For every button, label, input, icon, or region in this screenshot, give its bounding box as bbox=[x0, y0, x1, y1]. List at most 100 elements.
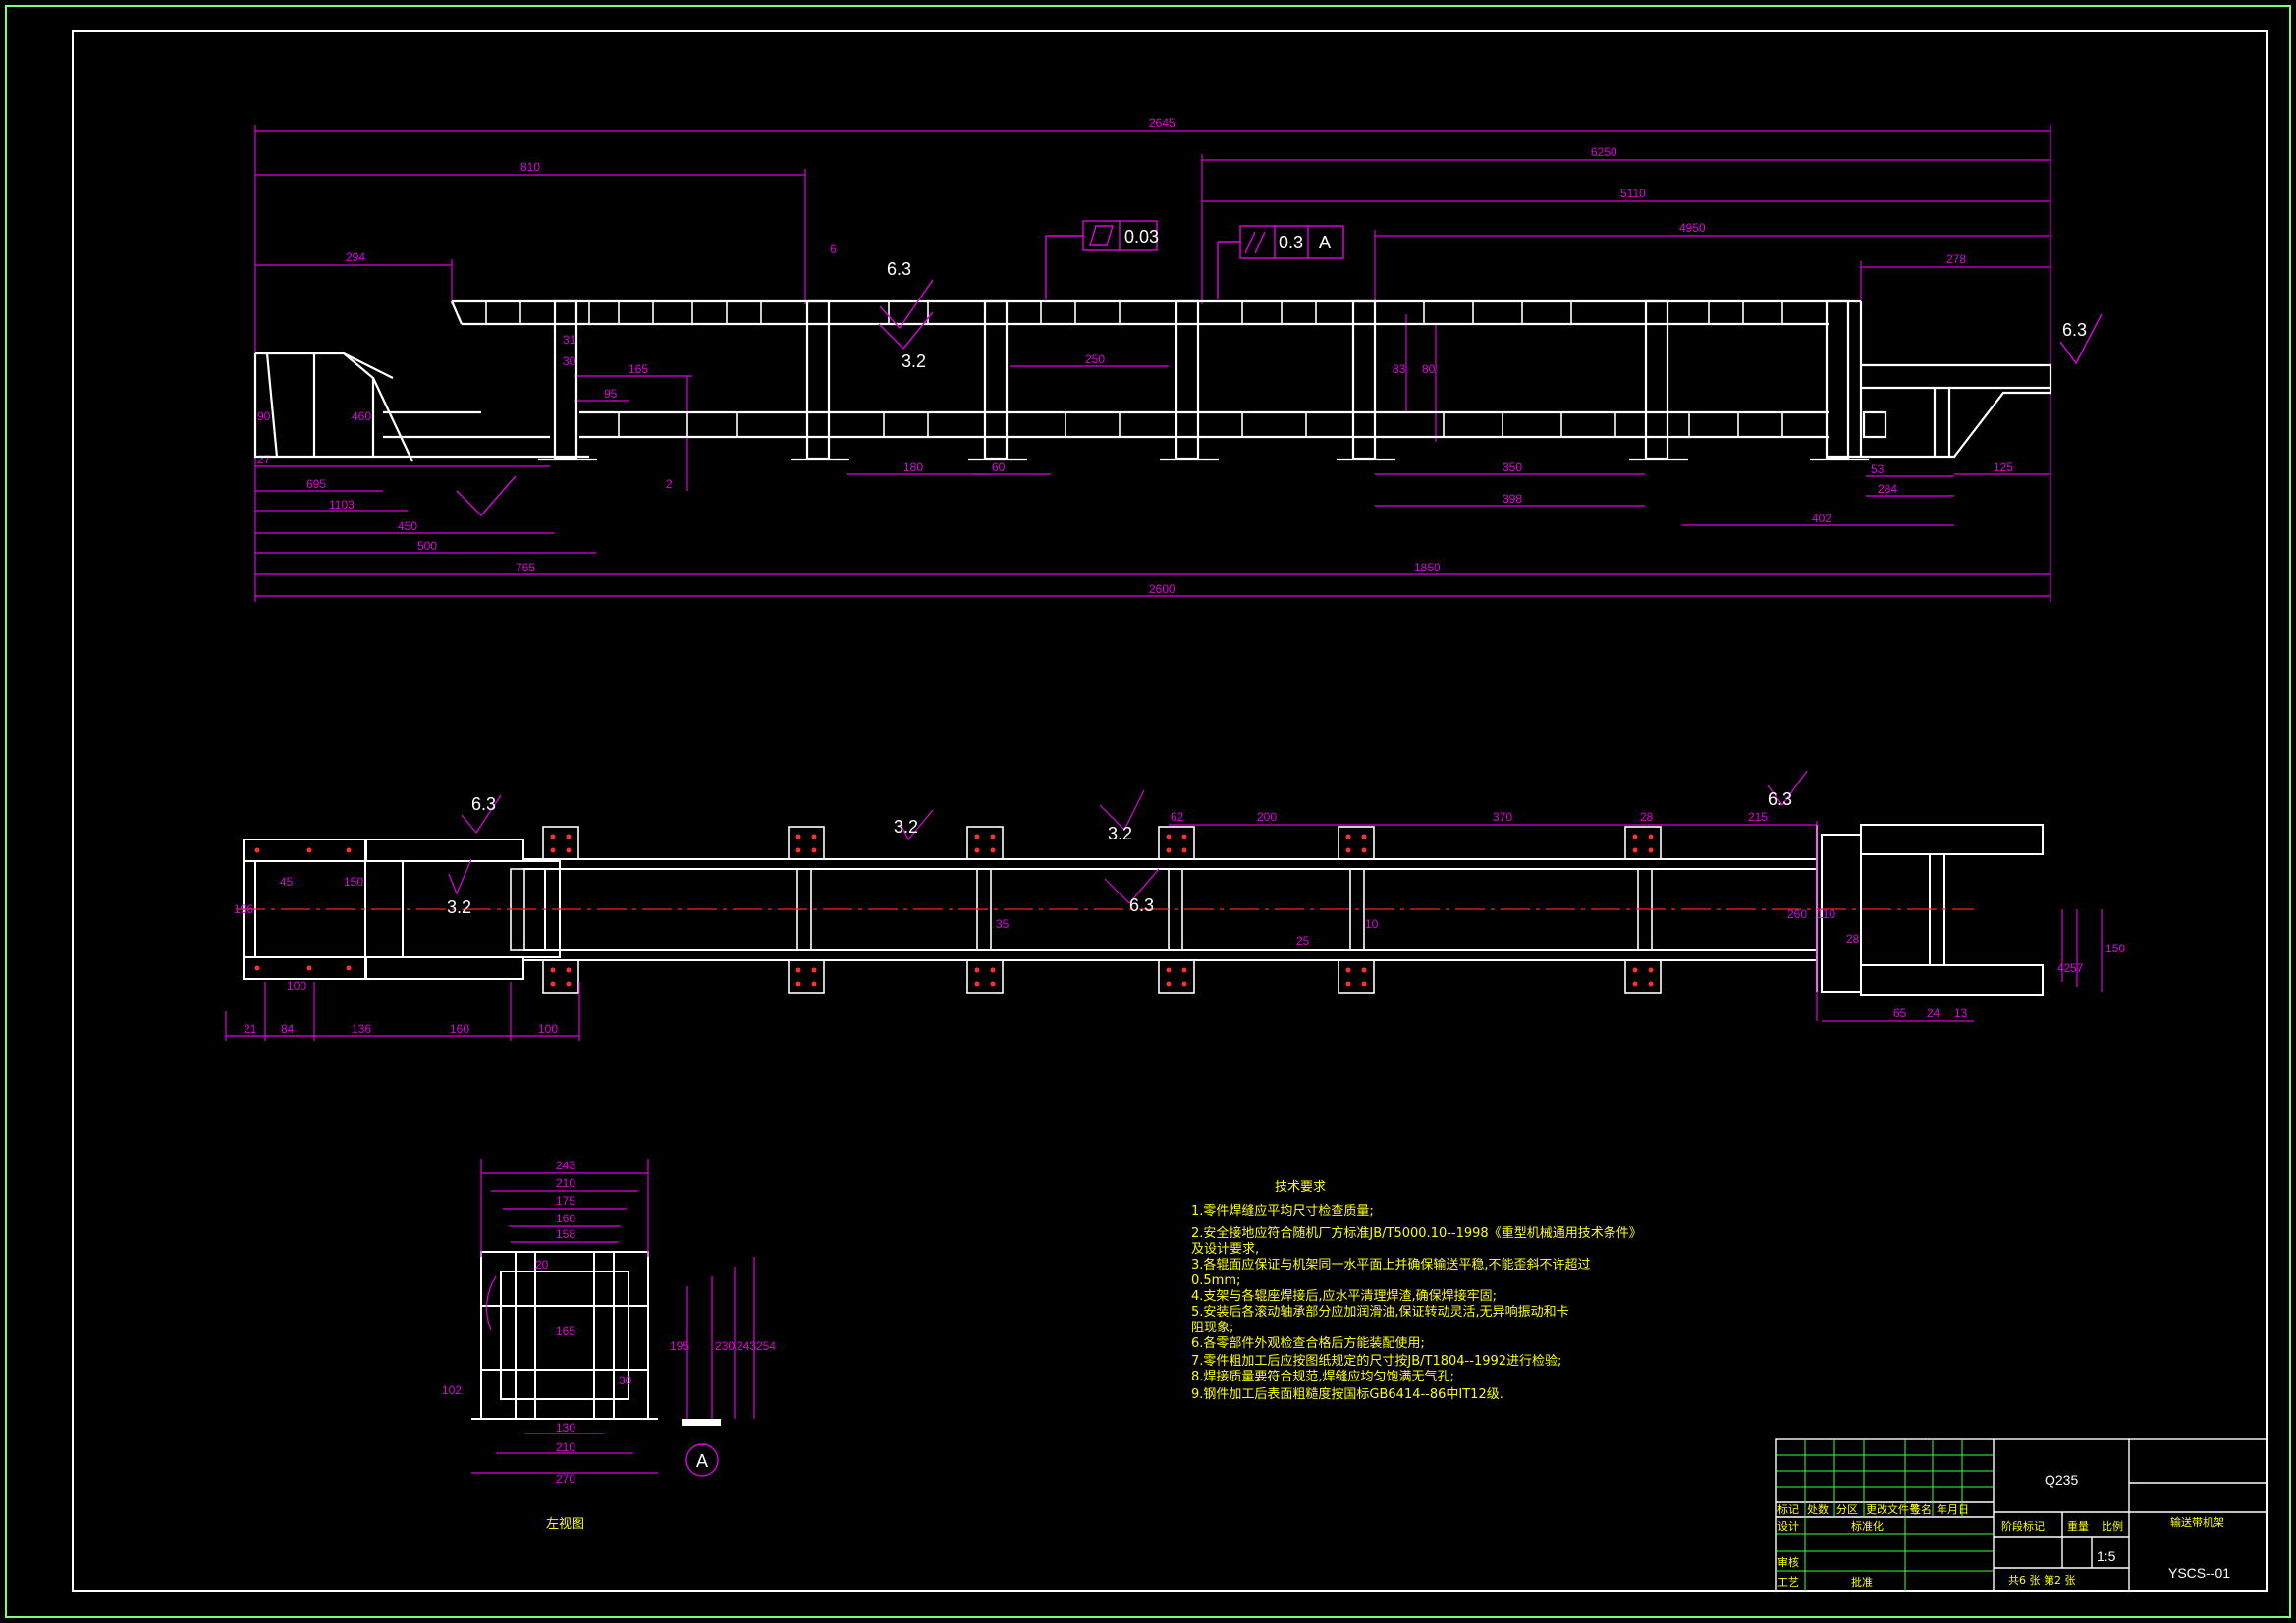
dim-180: 180 bbox=[903, 460, 923, 474]
tb-stage-header: 阶段标记 bbox=[2001, 1519, 2045, 1533]
dim-402: 402 bbox=[1812, 512, 1831, 525]
sdim-210b: 210 bbox=[556, 1440, 575, 1454]
tdim-160: 160 bbox=[450, 1022, 469, 1036]
dim-27: 27 bbox=[257, 453, 271, 466]
tech-line-9: 6.各零部件外观检查合格后方能装配使用; bbox=[1191, 1335, 1425, 1351]
sdim-165: 165 bbox=[556, 1325, 575, 1338]
tb-label-zone: 分区 bbox=[1836, 1503, 1858, 1516]
tech-line-6: 4.支架与各辊座焊接后,应水平清理焊渣,确保焊接牢固; bbox=[1191, 1288, 1497, 1304]
t-roughness-3-2-a: 3.2 bbox=[894, 817, 918, 837]
tech-line-7: 5.安装后各滚动轴承部分应加润滑油,保证转动灵活,无异响振动和卡 bbox=[1191, 1304, 1569, 1320]
tdim-150: 150 bbox=[344, 875, 363, 889]
tech-line-2: 2.安全接地应符合随机厂方标准JB/T5000.10--1998《重型机械通用技… bbox=[1191, 1225, 1642, 1241]
dim-60: 60 bbox=[992, 460, 1006, 474]
tb-label-design: 设计 bbox=[1777, 1520, 1799, 1533]
sdim-102: 102 bbox=[442, 1383, 462, 1397]
tb-label-date: 年月日 bbox=[1937, 1502, 1969, 1516]
dim-284: 284 bbox=[1878, 482, 1897, 496]
tech-line-5: 0.5mm; bbox=[1191, 1273, 1240, 1288]
front-view: 2645 810 6250 5110 4950 294 278 31 30 16… bbox=[253, 116, 2103, 602]
sdim-130: 130 bbox=[556, 1421, 575, 1434]
tdim-150b: 150 bbox=[2105, 942, 2125, 955]
dim-460: 460 bbox=[352, 409, 371, 423]
roughness-6-3-b: 6.3 bbox=[2062, 320, 2087, 340]
tb-part-name: 输送带机架 bbox=[2170, 1515, 2224, 1529]
tdim-84: 84 bbox=[281, 1022, 295, 1036]
side-view-label: 左视图 bbox=[546, 1517, 584, 1532]
tdim-196: 196 bbox=[234, 902, 253, 916]
sdim-20: 20 bbox=[535, 1258, 549, 1271]
tb-drawing-code: YSCS--01 bbox=[2168, 1565, 2230, 1581]
sdim-230: 230 bbox=[715, 1339, 735, 1353]
dim-4950: 4950 bbox=[1679, 221, 1706, 235]
sdim-254: 254 bbox=[756, 1339, 776, 1353]
dim-278: 278 bbox=[1946, 252, 1966, 266]
tdim-24: 24 bbox=[1927, 1006, 1941, 1020]
tdim-13: 13 bbox=[1954, 1006, 1968, 1020]
tb-scale-header: 比例 bbox=[2102, 1519, 2123, 1533]
tech-line-1: 1.零件焊缝应平均尺寸检查质量; bbox=[1191, 1203, 1374, 1218]
title-block: 标记 处数 分区 更改文件号 签名 年月日 设计 标准化 审核 工艺 批准 阶段… bbox=[1775, 1438, 2268, 1592]
tech-line-4: 3.各辊面应保证与机架同一水平面上并确保输送平稳,不能歪斜不许超过 bbox=[1191, 1257, 1591, 1272]
dim-90: 90 bbox=[257, 409, 271, 423]
tdim-35: 35 bbox=[996, 917, 1010, 931]
tech-line-12: 9.钢件加工后表面粗糙度按国标GB6414--86中IT12级. bbox=[1191, 1386, 1503, 1402]
dim-5110: 5110 bbox=[1620, 187, 1646, 200]
tdim-100b: 100 bbox=[287, 979, 306, 993]
dim-350: 350 bbox=[1503, 460, 1522, 474]
tech-requirements: 技术要求 1.零件焊缝应平均尺寸检查质量; 2.安全接地应符合随机厂方标准JB/… bbox=[1191, 1180, 1642, 1402]
tdim-370: 370 bbox=[1493, 810, 1512, 824]
dim-53: 53 bbox=[1871, 462, 1885, 476]
dim-2: 2 bbox=[666, 477, 673, 491]
outer-border bbox=[5, 5, 2291, 1618]
dim-765: 765 bbox=[516, 561, 535, 574]
dim-6: 6 bbox=[830, 243, 837, 256]
tb-weight-header: 重量 bbox=[2067, 1519, 2089, 1533]
tb-label-sign: 签名 bbox=[1910, 1502, 1932, 1516]
tb-label-change: 更改文件号 bbox=[1866, 1502, 1920, 1516]
tdim-21: 21 bbox=[244, 1022, 257, 1036]
tech-title: 技术要求 bbox=[1275, 1180, 1326, 1195]
dim-83: 83 bbox=[1393, 362, 1406, 376]
dim-398: 398 bbox=[1503, 492, 1522, 506]
tdim-62: 62 bbox=[1171, 810, 1184, 824]
side-view: A 243 210 175 160 158 165 130 210 270 19… bbox=[442, 1159, 776, 1532]
tb-label-process: 工艺 bbox=[1777, 1576, 1799, 1589]
dim-2600: 2600 bbox=[1149, 582, 1175, 596]
tdim-28b: 28 bbox=[1846, 932, 1860, 946]
tdim-28: 28 bbox=[1640, 810, 1654, 824]
sdim-243b: 243 bbox=[737, 1339, 756, 1353]
tdim-136: 136 bbox=[352, 1022, 371, 1036]
dim-294: 294 bbox=[346, 250, 365, 264]
sdim-270: 270 bbox=[556, 1472, 575, 1486]
sdim-30: 30 bbox=[619, 1374, 632, 1387]
dim-250: 250 bbox=[1085, 352, 1105, 366]
tdim-110: 110 bbox=[1817, 907, 1835, 921]
tb-label-std: 标准化 bbox=[1851, 1519, 1884, 1533]
inner-border bbox=[72, 30, 2268, 1592]
tdim-215: 215 bbox=[1748, 810, 1768, 824]
datum-a: A bbox=[1319, 233, 1331, 252]
sdim-160: 160 bbox=[556, 1212, 575, 1225]
tech-line-8: 阻现象; bbox=[1191, 1321, 1233, 1335]
tdim-45: 45 bbox=[280, 875, 294, 889]
roughness-6-3-a: 6.3 bbox=[887, 259, 911, 279]
tdim-260: 260 bbox=[1787, 907, 1807, 921]
tdim-65: 65 bbox=[1893, 1006, 1907, 1020]
dim-30: 30 bbox=[563, 354, 576, 368]
dim-500: 500 bbox=[417, 539, 437, 553]
section-marker bbox=[685, 1443, 719, 1477]
t-roughness-6-3-b: 6.3 bbox=[1768, 789, 1792, 809]
tdim-57: 57 bbox=[2070, 961, 2084, 975]
t-roughness-3-2-b: 3.2 bbox=[447, 897, 471, 917]
tdim-25: 25 bbox=[1296, 934, 1310, 947]
t-roughness-6-3-a: 6.3 bbox=[471, 794, 496, 814]
dim-1103: 1103 bbox=[329, 498, 355, 512]
tb-label-mark: 标记 bbox=[1777, 1502, 1799, 1516]
t-roughness-6-3-c: 6.3 bbox=[1129, 895, 1154, 915]
tb-label-review: 审核 bbox=[1777, 1555, 1799, 1569]
tb-scale: 1:5 bbox=[2097, 1548, 2116, 1564]
tdim-10: 10 bbox=[1365, 917, 1379, 931]
sdim-175: 175 bbox=[556, 1194, 575, 1208]
